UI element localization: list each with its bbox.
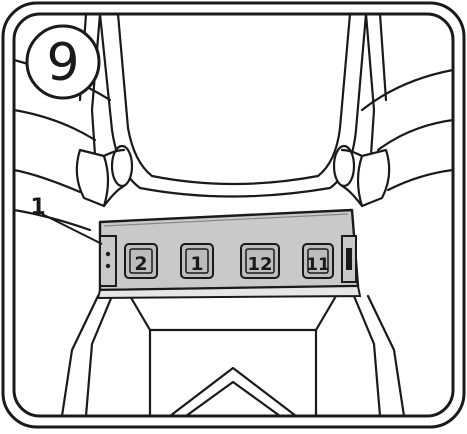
slot-3: 12	[240, 243, 280, 279]
chevron-emblem-inner	[184, 380, 282, 416]
left-hinge-knob	[75, 144, 134, 208]
chevron-emblem	[168, 366, 298, 416]
background-curves-right	[360, 68, 453, 192]
slot-label: 11	[306, 255, 330, 275]
callout-leader-line	[41, 213, 103, 245]
callout-1: 1	[30, 195, 103, 245]
slot-label: 2	[134, 253, 147, 275]
step-number: 9	[46, 33, 79, 93]
slot-2: 1	[180, 243, 214, 279]
strip-end-cap-left	[99, 235, 117, 287]
callout-label: 1	[30, 195, 45, 220]
right-hinge-knob	[332, 144, 391, 208]
handle-frame-inner	[116, 14, 352, 186]
slot-1: 2	[124, 243, 158, 279]
slot-4: 11	[302, 243, 334, 279]
step-badge: 9	[25, 24, 101, 100]
right-strut-back	[378, 14, 388, 102]
slot-label: 1	[190, 253, 203, 275]
body-outline	[60, 294, 406, 416]
slot-label: 12	[247, 254, 272, 275]
label-strip	[96, 208, 362, 300]
